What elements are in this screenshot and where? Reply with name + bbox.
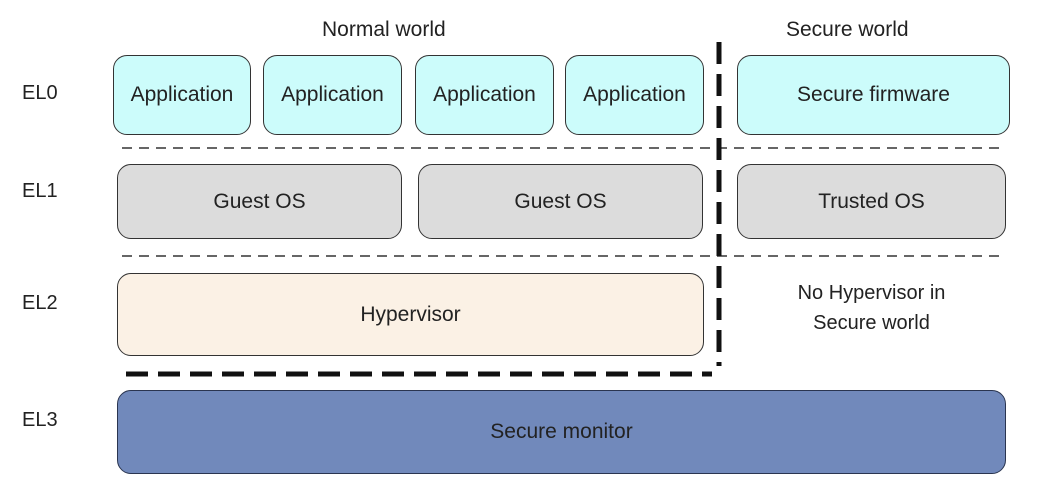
guest-os-box-2: Guest OS: [418, 164, 703, 239]
secure-monitor-box: Secure monitor: [117, 390, 1006, 474]
secure-world-header: Secure world: [786, 18, 909, 41]
no-hypervisor-note: No Hypervisor in Secure world: [737, 278, 1006, 338]
trusted-os-box: Trusted OS: [737, 164, 1006, 239]
application-box-4: Application: [565, 55, 704, 135]
level-el2-label: EL2: [22, 292, 58, 314]
level-el0-label: EL0: [22, 82, 58, 104]
level-el1-label: EL1: [22, 180, 58, 202]
application-box-1: Application: [113, 55, 251, 135]
hypervisor-box: Hypervisor: [117, 273, 704, 356]
normal-world-header: Normal world: [322, 18, 446, 41]
no-hypervisor-note-line-2: Secure world: [813, 312, 930, 334]
secure-firmware-box: Secure firmware: [737, 55, 1010, 135]
application-box-2: Application: [263, 55, 402, 135]
guest-os-box-1: Guest OS: [117, 164, 402, 239]
application-box-3: Application: [415, 55, 554, 135]
no-hypervisor-note-line-1: No Hypervisor in: [797, 282, 946, 304]
level-el3-label: EL3: [22, 409, 58, 431]
